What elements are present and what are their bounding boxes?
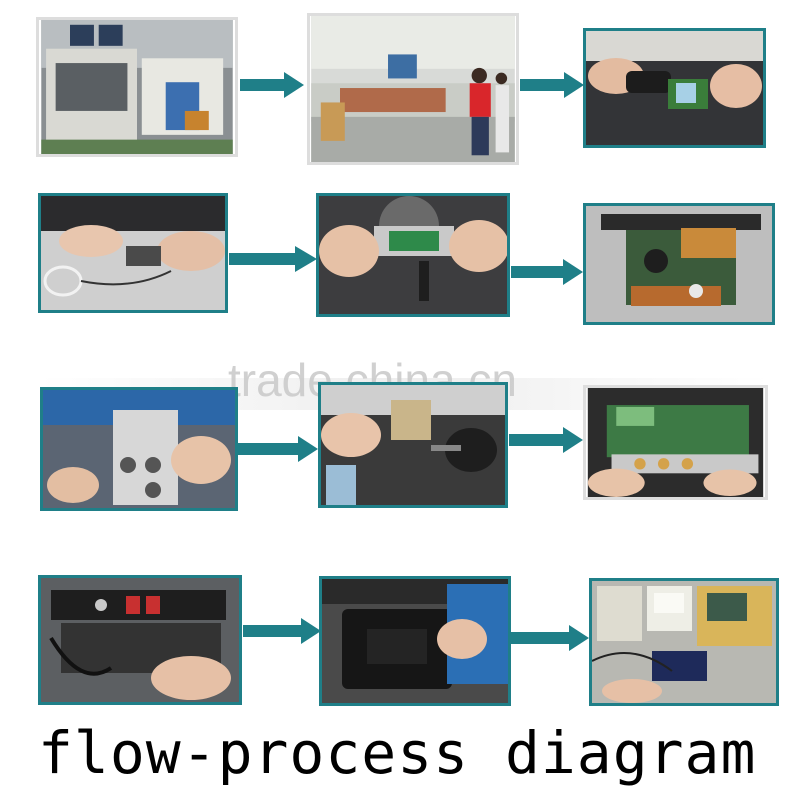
flow-arrow-7: [243, 618, 321, 644]
step-2-photo: [307, 13, 519, 165]
transformer-drilling-icon: [321, 385, 505, 505]
flow-arrow-5: [238, 436, 318, 462]
step-11-photo: [319, 576, 511, 706]
step-10-photo: [38, 575, 242, 705]
step-6-photo: [583, 203, 775, 325]
panel-board-fitting-icon: [587, 388, 764, 497]
rear-panel-wiring-icon: [41, 578, 239, 702]
smt-placement-machine-icon: [41, 20, 233, 154]
flow-arrow-8: [511, 625, 589, 651]
step-3-photo: [583, 28, 766, 148]
wire-soldering-icon: [41, 196, 225, 310]
flow-arrow-1: [240, 72, 304, 98]
flow-arrow-3: [229, 246, 317, 272]
enclosure-closing-icon: [322, 579, 508, 703]
flow-arrow-4: [511, 259, 583, 285]
testing-instruments-icon: [592, 581, 776, 703]
amplifier-chassis-icon: [586, 206, 772, 322]
circuit-board-connector-icon: [319, 196, 507, 314]
hot-air-soldering-icon: [586, 31, 763, 145]
step-5-photo: [316, 193, 510, 317]
step-4-photo: [38, 193, 228, 313]
flow-arrow-6: [509, 427, 583, 453]
step-12-photo: [589, 578, 779, 706]
flow-arrow-2: [520, 72, 584, 98]
step-8-photo: [318, 382, 508, 508]
assembly-line-icon: [311, 16, 515, 162]
front-panel-assembly-icon: [43, 390, 235, 508]
step-9-photo: [583, 385, 768, 500]
step-7-photo: [40, 387, 238, 511]
step-1-photo: [36, 17, 238, 157]
diagram-title: flow-process diagram: [38, 719, 757, 787]
